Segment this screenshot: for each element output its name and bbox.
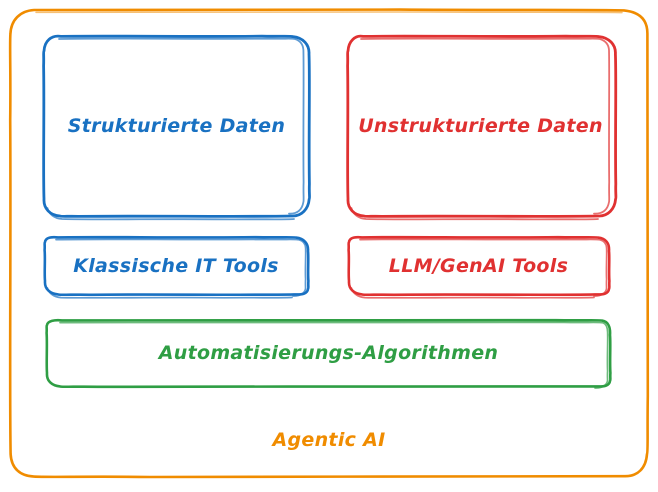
llm-genai-tools-shape bbox=[347, 235, 611, 299]
llm-genai-tools-box[interactable] bbox=[348, 237, 609, 294]
automation-algorithms-box[interactable] bbox=[47, 320, 610, 385]
classic-it-tools-box[interactable] bbox=[44, 237, 308, 294]
outer-frame-shape bbox=[8, 8, 650, 479]
unstructured-data-shape bbox=[346, 34, 618, 221]
structured-data-shape bbox=[42, 34, 311, 221]
structured-data-box[interactable] bbox=[43, 36, 310, 216]
unstructured-data-box[interactable] bbox=[345, 36, 616, 216]
classic-it-tools-shape bbox=[43, 235, 310, 299]
automation-algorithms-shape bbox=[45, 318, 612, 389]
